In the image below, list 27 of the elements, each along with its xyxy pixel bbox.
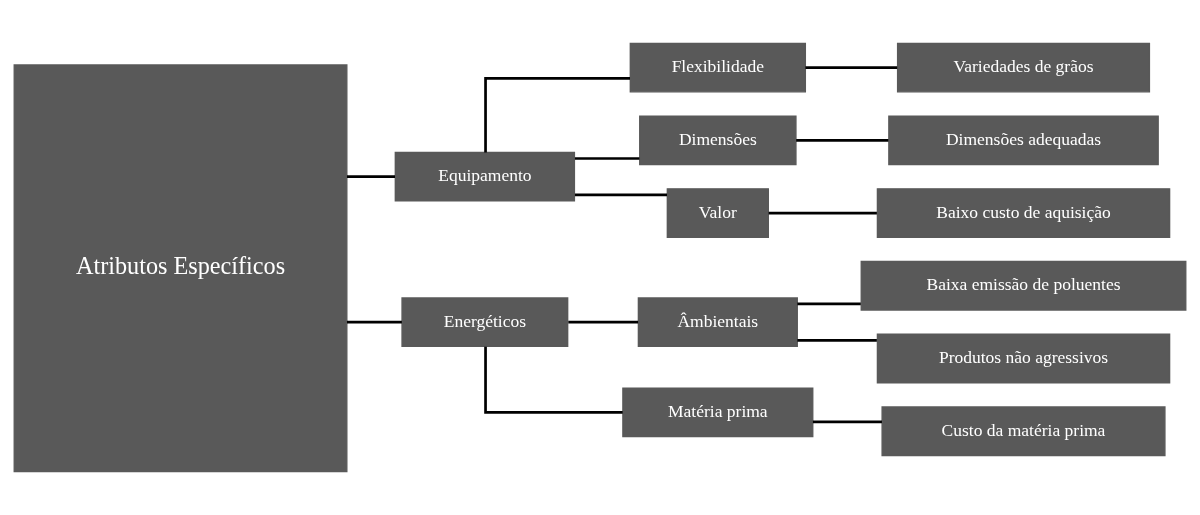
- node-box: Dimensões adequadas: [888, 115, 1159, 166]
- connector: [805, 66, 898, 69]
- connector: [568, 320, 639, 324]
- connector: [812, 420, 882, 424]
- connector: [797, 302, 861, 306]
- connector: [346, 320, 402, 324]
- node-box: Energéticos: [401, 297, 569, 348]
- node-box: Matéria prima: [622, 387, 814, 438]
- connector: [484, 77, 630, 153]
- node-box: Produtos não agressivos: [876, 333, 1171, 384]
- node-box: Baixa emissão de poluentes: [860, 260, 1187, 311]
- node-box: Equipamento: [394, 151, 576, 202]
- node-box: Dimensões: [639, 115, 797, 166]
- connector: [484, 346, 623, 414]
- node-box: Âmbientais: [637, 297, 798, 348]
- node-box: Baixo custo de aquisição: [876, 188, 1171, 238]
- node-box: Variedades de grãos: [896, 42, 1151, 93]
- connector: [797, 338, 877, 342]
- node-box: Atributos Específicos: [13, 64, 348, 473]
- connector: [768, 211, 877, 215]
- node-box: Valor: [666, 188, 769, 238]
- connector: [574, 193, 668, 197]
- connector: [346, 175, 395, 179]
- connector: [796, 139, 889, 142]
- node-box: Flexibilidade: [629, 42, 807, 93]
- connector: [574, 157, 640, 160]
- node-box: Custo da matéria prima: [881, 406, 1166, 457]
